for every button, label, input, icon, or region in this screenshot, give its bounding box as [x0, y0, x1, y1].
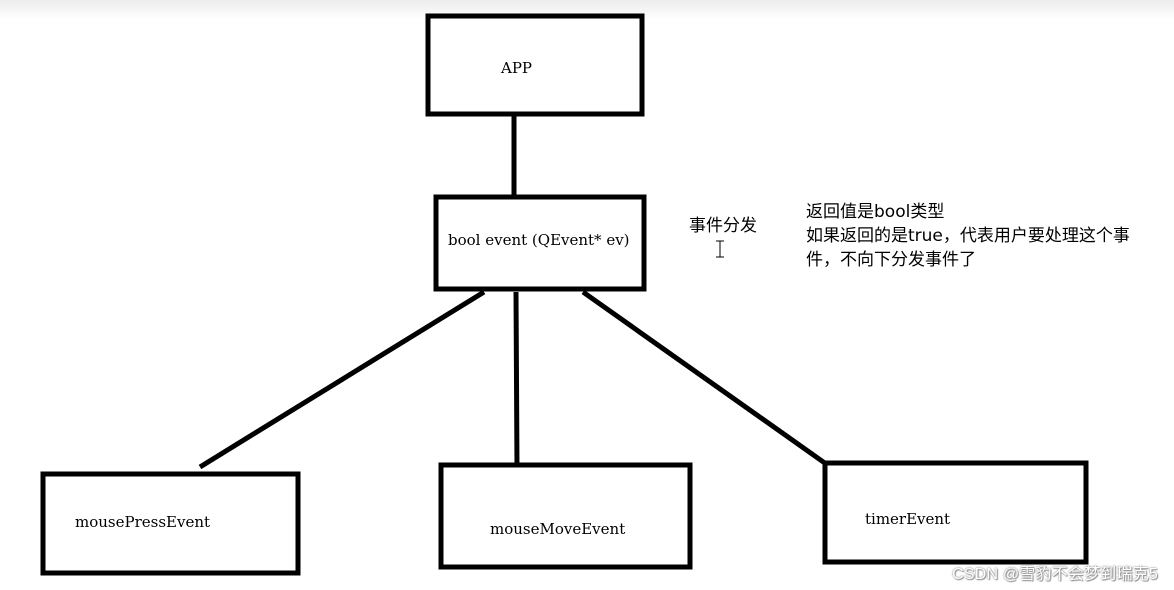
dispatch-annotation: 事件分发 — [689, 216, 757, 236]
app-box — [425, 13, 645, 117]
mousemove-box — [438, 462, 693, 570]
mousepress-label: mousePressEvent — [75, 513, 210, 531]
watermark: CSDN @雪豹不会梦到瑞克5 — [952, 566, 1158, 583]
app-label: APP — [500, 59, 532, 77]
return-note-line-1: 返回值是bool类型 — [806, 202, 944, 222]
connector-event-mousepress — [198, 289, 486, 470]
event-label: bool event (QEvent* ev) — [448, 231, 630, 249]
event-node: bool event (QEvent* ev) — [433, 194, 647, 292]
mousemove-label: mouseMoveEvent — [490, 520, 625, 538]
text-cursor-icon — [716, 240, 724, 258]
return-note-line-2: 如果返回的是true，代表用户要处理这个事 — [806, 226, 1130, 246]
timer-node: timerEvent — [822, 460, 1089, 565]
event-box — [433, 194, 647, 292]
mousemove-node: mouseMoveEvent — [438, 462, 693, 570]
app-node: APP — [425, 13, 645, 117]
return-note-line-3: 件，不向下分发事件了 — [806, 250, 976, 270]
timer-box — [822, 460, 1089, 565]
window-top-edge — [0, 0, 1174, 20]
mousepress-box — [40, 471, 301, 576]
connector-event-timer — [581, 289, 831, 469]
mousepress-node: mousePressEvent — [40, 471, 301, 576]
timer-label: timerEvent — [865, 510, 950, 528]
connector-event-mousemove — [513, 291, 520, 470]
event-label-occluder — [630, 228, 640, 252]
